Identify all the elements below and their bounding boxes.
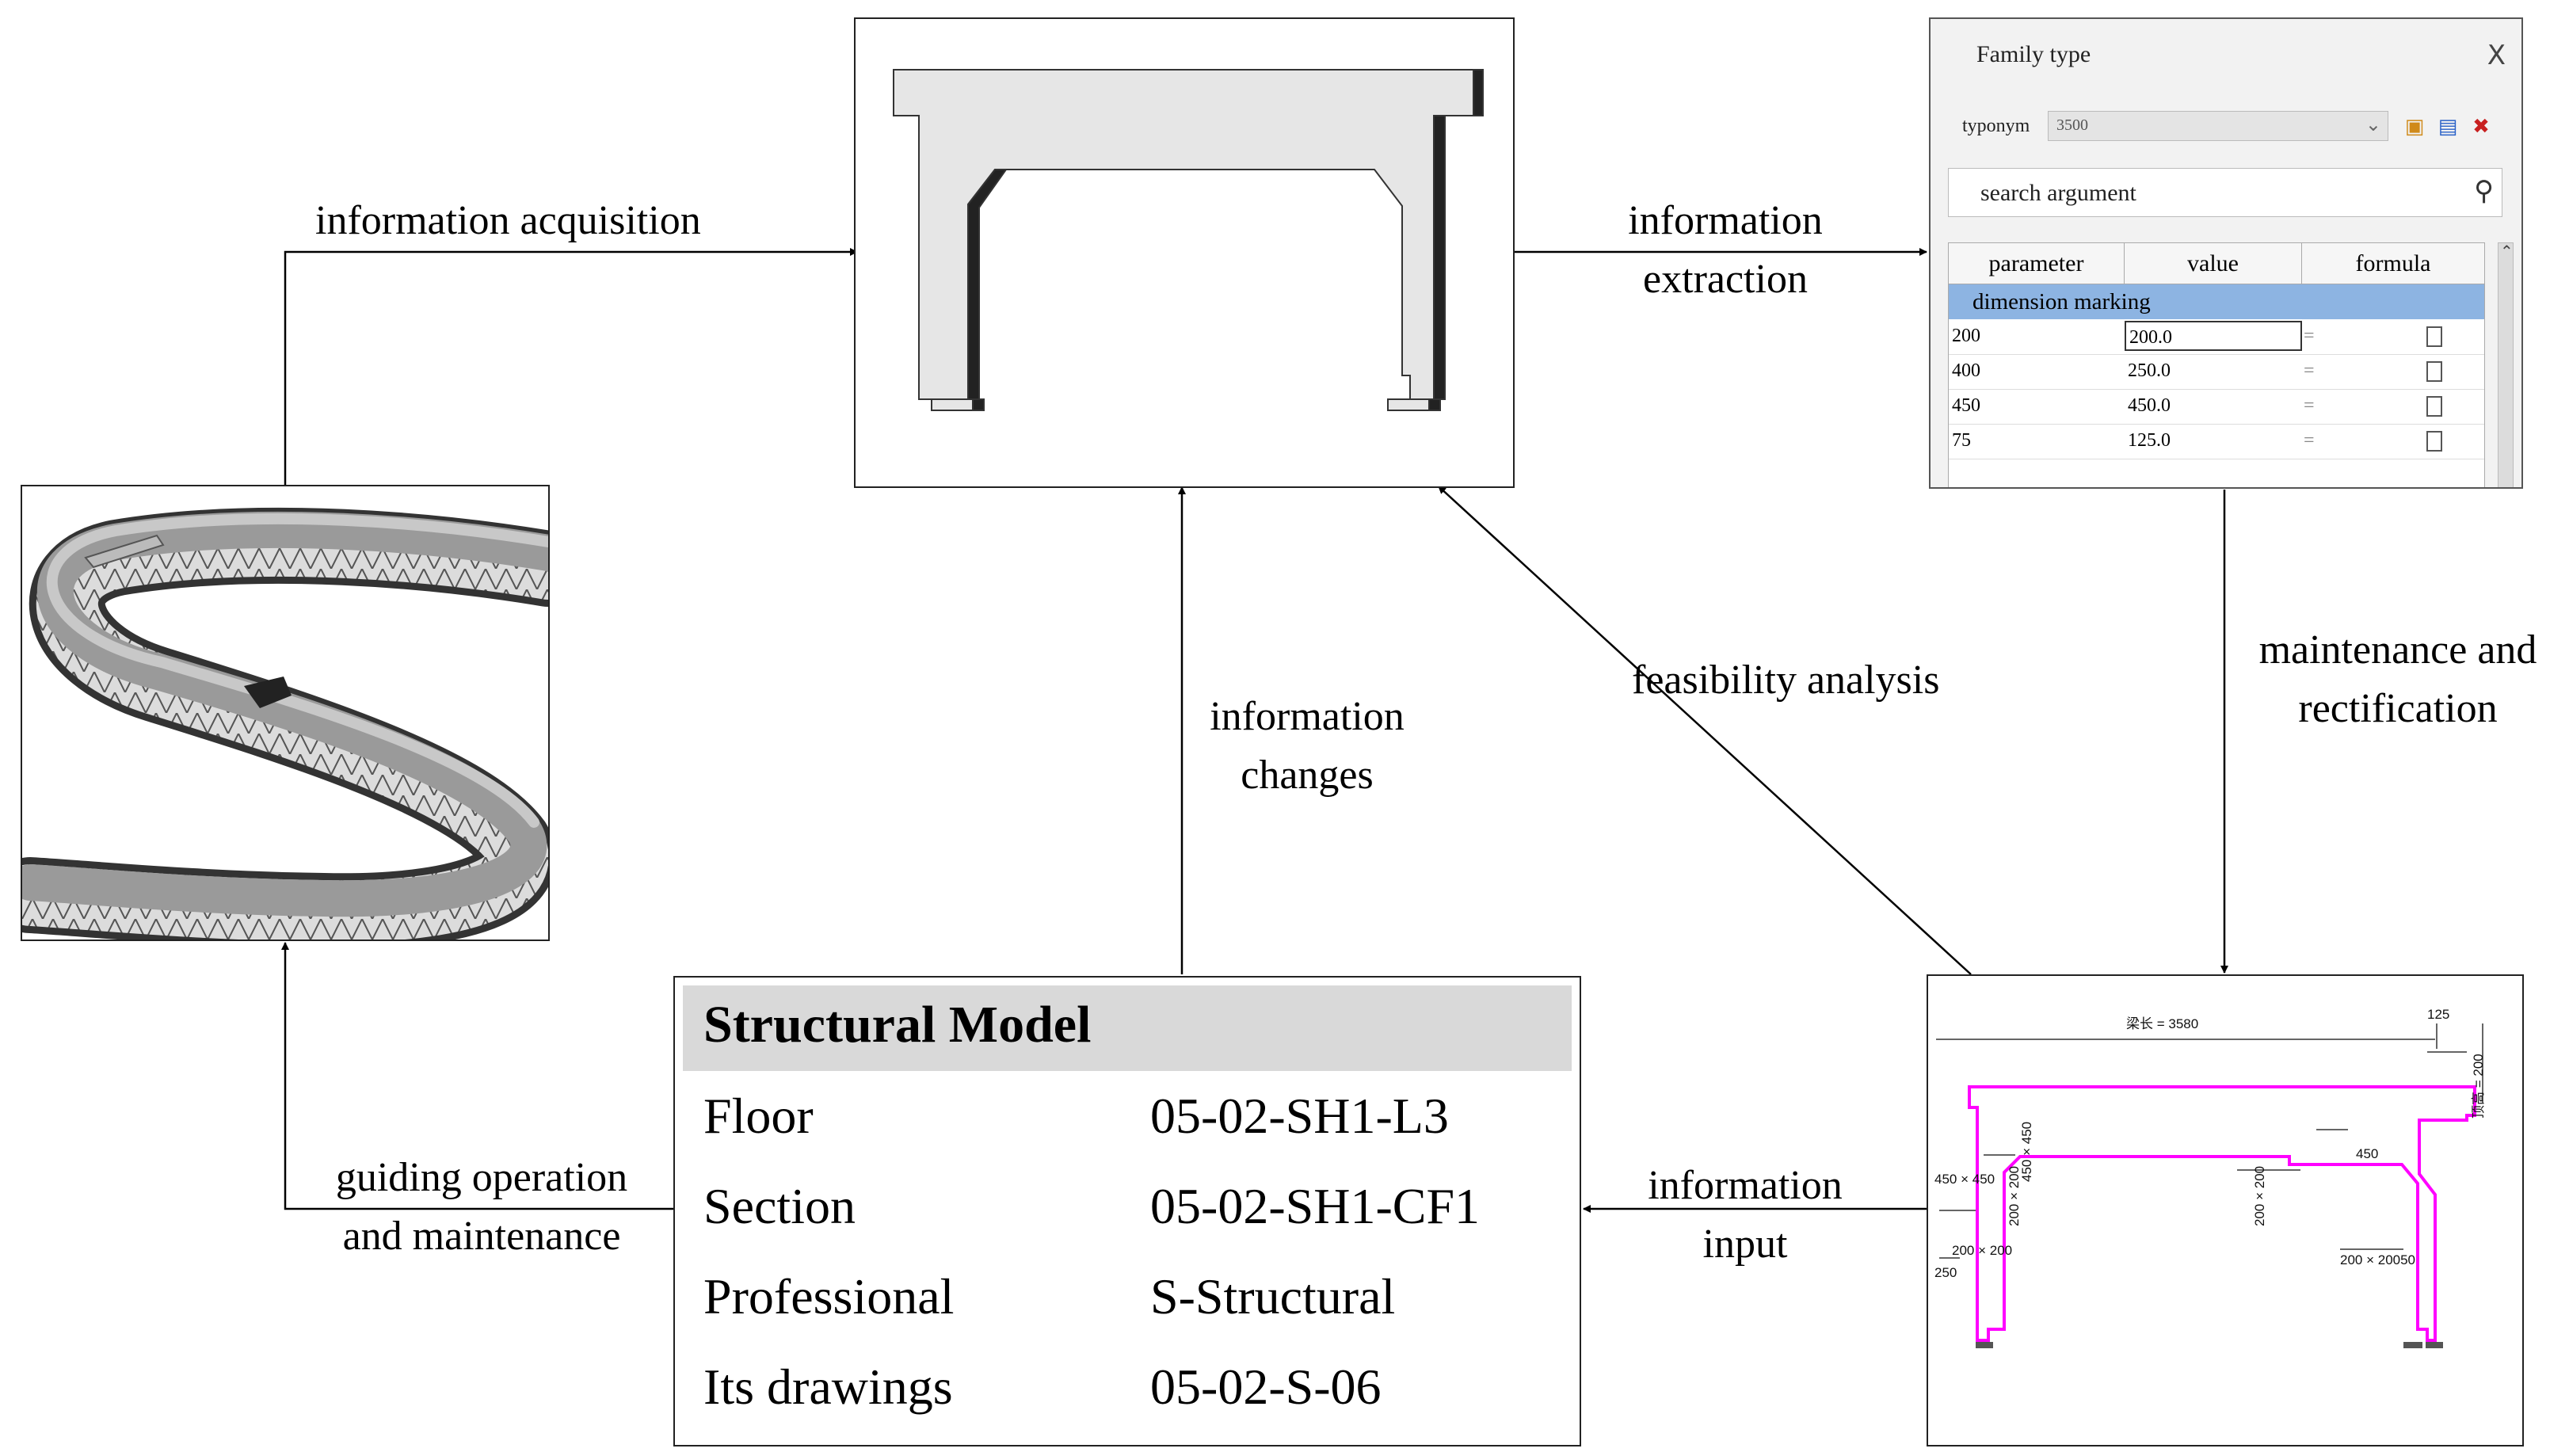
dim-20050: 200 × 20050 xyxy=(2340,1252,2415,1267)
label-line: information xyxy=(1648,1163,1843,1208)
property-value: 05-02-SH1-CF1 xyxy=(1150,1178,1481,1234)
close-icon[interactable]: X xyxy=(2487,40,2506,71)
cell-value[interactable]: 450.0 xyxy=(2128,395,2171,416)
label-info-changes: information changes xyxy=(1188,688,1426,805)
dim-450-vertical: 450 × 450 xyxy=(2019,1122,2034,1182)
arrow-acquisition xyxy=(284,248,858,485)
dim-250: 250 xyxy=(1934,1265,1957,1280)
family-type-dialog: Family type X typonym 3500 ⌄ ▣ ▤ ✖ searc… xyxy=(1929,17,2523,489)
cell-parameter: 450 xyxy=(1952,395,1980,416)
cell-parameter: 75 xyxy=(1952,430,1971,451)
dim-450-horizontal: 450 × 450 xyxy=(1934,1172,1995,1187)
dim-125: 125 xyxy=(2427,1007,2449,1022)
bim-3d-model-panel xyxy=(21,485,550,941)
table-row[interactable]: 200 200.0 = xyxy=(1949,319,2484,355)
label-guiding: guiding operation and maintenance xyxy=(307,1149,656,1266)
cell-formula[interactable]: = xyxy=(2304,326,2315,346)
rename-type-icon[interactable]: ▤ xyxy=(2438,115,2458,139)
row-checkbox[interactable] xyxy=(2426,326,2442,347)
cad-drawing-panel: 梁长 = 3580 125 顶高 = 200 450 × 450 450 × 4… xyxy=(1927,974,2524,1446)
chevron-down-icon: ⌄ xyxy=(2365,113,2381,135)
typonym-select[interactable]: 3500 ⌄ xyxy=(2048,111,2388,141)
dim-200-c: 200 × 200 xyxy=(2252,1166,2267,1226)
dim-200-b: 200 × 200 xyxy=(1952,1243,2012,1258)
property-key: Professional xyxy=(703,1268,955,1325)
delete-type-icon[interactable]: ✖ xyxy=(2472,115,2490,139)
section-outline xyxy=(1968,1085,2476,1342)
label-info-input: information input xyxy=(1622,1157,1868,1274)
cell-parameter: 400 xyxy=(1952,360,1980,381)
group-row[interactable]: dimension marking xyxy=(1949,284,2484,319)
typonym-label: typonym xyxy=(1962,116,2030,136)
cell-formula[interactable]: = xyxy=(2304,360,2315,381)
header-band xyxy=(683,985,1572,1071)
search-icon[interactable]: ⚲ xyxy=(2474,175,2494,207)
dim-span: 梁长 = 3580 xyxy=(2126,1016,2198,1031)
label-feasibility: feasibility analysis xyxy=(1632,657,1940,703)
label-line: information xyxy=(1628,198,1823,243)
label-line: guiding operation xyxy=(335,1155,628,1200)
property-value: 05-02-SH1-L3 xyxy=(1150,1088,1449,1144)
property-key: Floor xyxy=(703,1088,814,1144)
table-row[interactable]: 75 125.0 = xyxy=(1949,424,2484,459)
new-type-icon[interactable]: ▣ xyxy=(2404,115,2425,139)
search-input[interactable]: search argument ⚲ xyxy=(1948,168,2502,217)
arrow-guiding xyxy=(281,942,673,1210)
cell-value[interactable]: 125.0 xyxy=(2128,430,2171,451)
table-row[interactable]: 400 250.0 = xyxy=(1949,354,2484,390)
label-line: extraction xyxy=(1643,257,1808,302)
label-maintenance: maintenance and rectification xyxy=(2228,621,2568,738)
arrow-feasibility xyxy=(1438,486,1972,975)
label-line: and maintenance xyxy=(342,1214,621,1259)
chevron-up-icon[interactable]: ⌃ xyxy=(2500,242,2514,261)
parameter-table: parameter value formula dimension markin… xyxy=(1948,242,2485,487)
cell-formula[interactable]: = xyxy=(2304,395,2315,416)
property-key: Section xyxy=(703,1178,856,1234)
dialog-title: Family type xyxy=(1976,41,2091,67)
label-line: maintenance and xyxy=(2258,627,2537,673)
cell-value-input[interactable]: 200.0 xyxy=(2125,321,2302,351)
label-info-extraction: information extraction xyxy=(1599,192,1852,309)
beam-cross-section-3d xyxy=(893,69,1484,411)
column-header-value[interactable]: value xyxy=(2125,243,2302,284)
s-curve-bridge-render xyxy=(22,507,548,940)
column-header-parameter[interactable]: parameter xyxy=(1949,243,2125,284)
cell-formula[interactable]: = xyxy=(2304,430,2315,451)
row-checkbox[interactable] xyxy=(2426,396,2442,417)
label-info-acquisition: information acquisition xyxy=(315,198,701,243)
structural-model-card: Structural Model Floor 05-02-SH1-L3 Sect… xyxy=(673,976,1581,1446)
typonym-value: 3500 xyxy=(2056,116,2088,134)
search-placeholder: search argument xyxy=(1980,180,2136,206)
vertical-scrollbar[interactable]: ⌃ xyxy=(2498,242,2514,487)
property-value: 05-02-S-06 xyxy=(1150,1359,1382,1415)
cross-section-3d-panel xyxy=(854,17,1515,488)
label-line: input xyxy=(1702,1222,1788,1267)
property-key: Its drawings xyxy=(703,1359,953,1415)
label-line: rectification xyxy=(2298,686,2498,731)
dim-top-height: 顶高 = 200 xyxy=(2471,1054,2486,1119)
dim-450-right: 450 xyxy=(2356,1146,2378,1161)
column-header-formula[interactable]: formula xyxy=(2302,243,2484,284)
property-value: S-Structural xyxy=(1150,1268,1396,1325)
row-checkbox[interactable] xyxy=(2426,431,2442,452)
label-line: information xyxy=(1210,694,1405,739)
row-checkbox[interactable] xyxy=(2426,361,2442,382)
table-row[interactable]: 450 450.0 = xyxy=(1949,389,2484,425)
annotated-section-drawing: 梁长 = 3580 125 顶高 = 200 450 × 450 450 × 4… xyxy=(1934,1007,2486,1348)
label-line: changes xyxy=(1241,753,1374,798)
cell-value[interactable]: 250.0 xyxy=(2128,360,2171,381)
cell-parameter: 200 xyxy=(1952,326,1980,346)
dim-200-a: 200 × 200 xyxy=(2007,1166,2022,1226)
card-title: Structural Model xyxy=(703,996,1092,1054)
